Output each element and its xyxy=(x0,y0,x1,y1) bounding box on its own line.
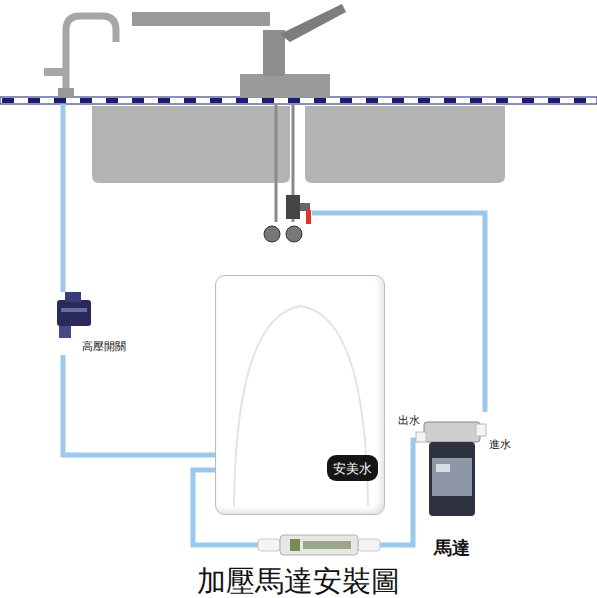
angle-valve xyxy=(286,226,302,242)
tee-valve-handle xyxy=(306,210,311,224)
main-faucet-spout xyxy=(132,12,270,26)
countertop xyxy=(0,97,597,104)
pump-label: 馬達 xyxy=(434,536,470,560)
pump-port xyxy=(476,424,486,436)
tee-valve-tap xyxy=(300,203,310,211)
angle-valve xyxy=(264,226,280,242)
pump-head xyxy=(424,422,480,442)
switch-body xyxy=(57,300,91,326)
pump-port xyxy=(416,432,426,442)
filter-housing: 安美水 xyxy=(215,275,385,515)
brand-logo: 安美水 xyxy=(333,461,372,476)
ro-faucet-handle xyxy=(44,68,66,76)
pump-label-band xyxy=(432,458,472,496)
switch-label: 高壓開關 xyxy=(82,339,126,354)
inlet-label: 進水 xyxy=(489,437,511,452)
pressure-switch: 高壓開關 xyxy=(55,290,135,355)
switch-cap xyxy=(65,292,81,302)
brand-badge: 安美水 xyxy=(327,455,378,481)
switch-fitting xyxy=(59,326,71,338)
inline-cartridge-label xyxy=(303,541,351,549)
pump-symbol xyxy=(420,418,484,520)
switch-stripe xyxy=(61,308,87,312)
ro-faucet-base xyxy=(58,88,74,97)
sink-basin xyxy=(305,106,505,183)
inline-cartridge-core xyxy=(290,539,300,551)
inline-cartridge-body xyxy=(280,535,358,555)
tee-valve xyxy=(286,195,300,219)
inline-cartridge-end xyxy=(258,539,280,551)
pump-body xyxy=(429,442,475,516)
outlet-label: 出水 xyxy=(398,413,420,428)
water-pipe-connector xyxy=(63,355,215,455)
diagram-title: 加壓馬達安裝圖 xyxy=(197,562,400,598)
main-faucet-lever xyxy=(280,4,346,42)
sink-basin xyxy=(92,106,290,183)
main-faucet-base xyxy=(240,74,330,97)
main-faucet-body xyxy=(263,30,285,76)
pump-label-mark xyxy=(436,464,450,472)
countertop-pattern xyxy=(2,98,597,103)
water-pipe xyxy=(61,104,66,292)
inline-cartridge-end xyxy=(358,539,380,551)
supply-pipe xyxy=(275,104,278,222)
ro-faucet xyxy=(66,16,116,97)
pressure-switch-symbol xyxy=(55,290,95,340)
booster-pump: 馬達 xyxy=(420,418,484,563)
